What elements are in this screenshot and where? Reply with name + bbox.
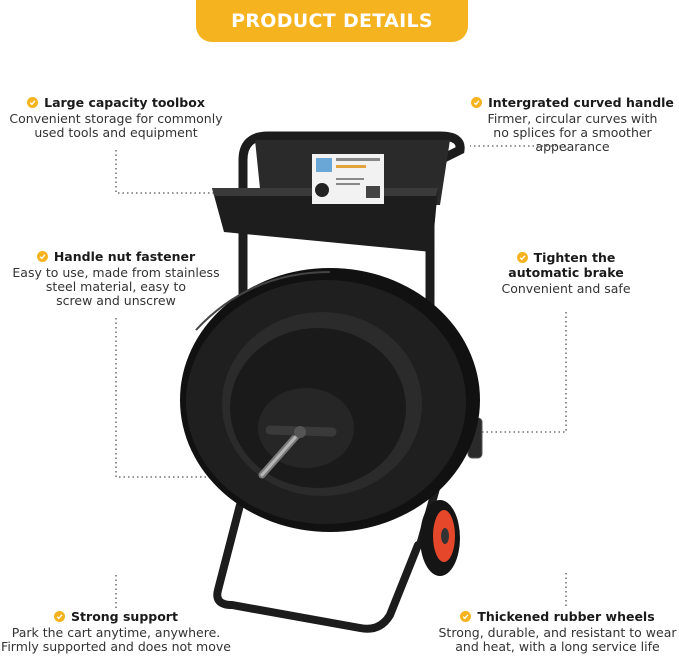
feature-desc-line: Easy to use, made from stainless: [12, 265, 220, 280]
feature-desc-line: no splices for a smoother: [493, 125, 652, 140]
badge-check-icon: [460, 611, 472, 622]
feature-desc-line: Convenient storage for commonly: [9, 111, 223, 126]
feature-rubber-wheels: Thickened rubber wheels Strong, durable,…: [436, 609, 679, 654]
feature-title: Thickened rubber wheels: [477, 609, 655, 624]
feature-desc-line: and heat, with a long service life: [455, 639, 660, 654]
badge-check-icon: [36, 251, 48, 262]
badge-check-icon: [54, 611, 66, 622]
badge-check-icon: [27, 97, 39, 108]
feature-desc-line: used tools and equipment: [34, 125, 198, 140]
feature-desc-line: steel material, easy to: [45, 279, 187, 294]
feature-desc-line: Firmer, circular curves with: [487, 111, 658, 126]
feature-brake: Tighten the automatic brake Convenient a…: [466, 250, 666, 296]
handle-nut: [258, 425, 337, 479]
feature-desc-line: Convenient and safe: [501, 281, 631, 296]
page-title: PRODUCT DETAILS: [196, 0, 468, 42]
feature-desc-line: Park the cart anytime, anywhere.: [11, 625, 221, 640]
feature-toolbox: Large capacity toolbox Convenient storag…: [0, 95, 232, 140]
feature-curved-handle: Intergrated curved handle Firmer, circul…: [466, 95, 679, 154]
feature-desc-line: Strong, durable, and resistant to wear: [438, 625, 677, 640]
feature-title: Strong support: [71, 609, 178, 624]
feature-title: Tighten the: [533, 250, 616, 265]
feature-desc-line: Firmly supported and does not move: [1, 639, 231, 654]
toolbox: [212, 140, 450, 252]
badge-check-icon: [516, 252, 528, 263]
feature-title: Large capacity toolbox: [44, 95, 205, 110]
feature-strong-support: Strong support Park the cart anytime, an…: [0, 609, 232, 654]
feature-title: automatic brake: [508, 265, 624, 280]
feature-desc-line: appearance: [535, 139, 610, 154]
feature-desc-line: screw and unscrew: [56, 293, 176, 308]
badge-check-icon: [471, 97, 483, 108]
feature-title: Handle nut fastener: [53, 249, 196, 264]
feature-handle-nut: Handle nut fastener Easy to use, made fr…: [0, 249, 232, 308]
rubber-wheel: [420, 500, 460, 576]
feature-title: Intergrated curved handle: [488, 95, 674, 110]
